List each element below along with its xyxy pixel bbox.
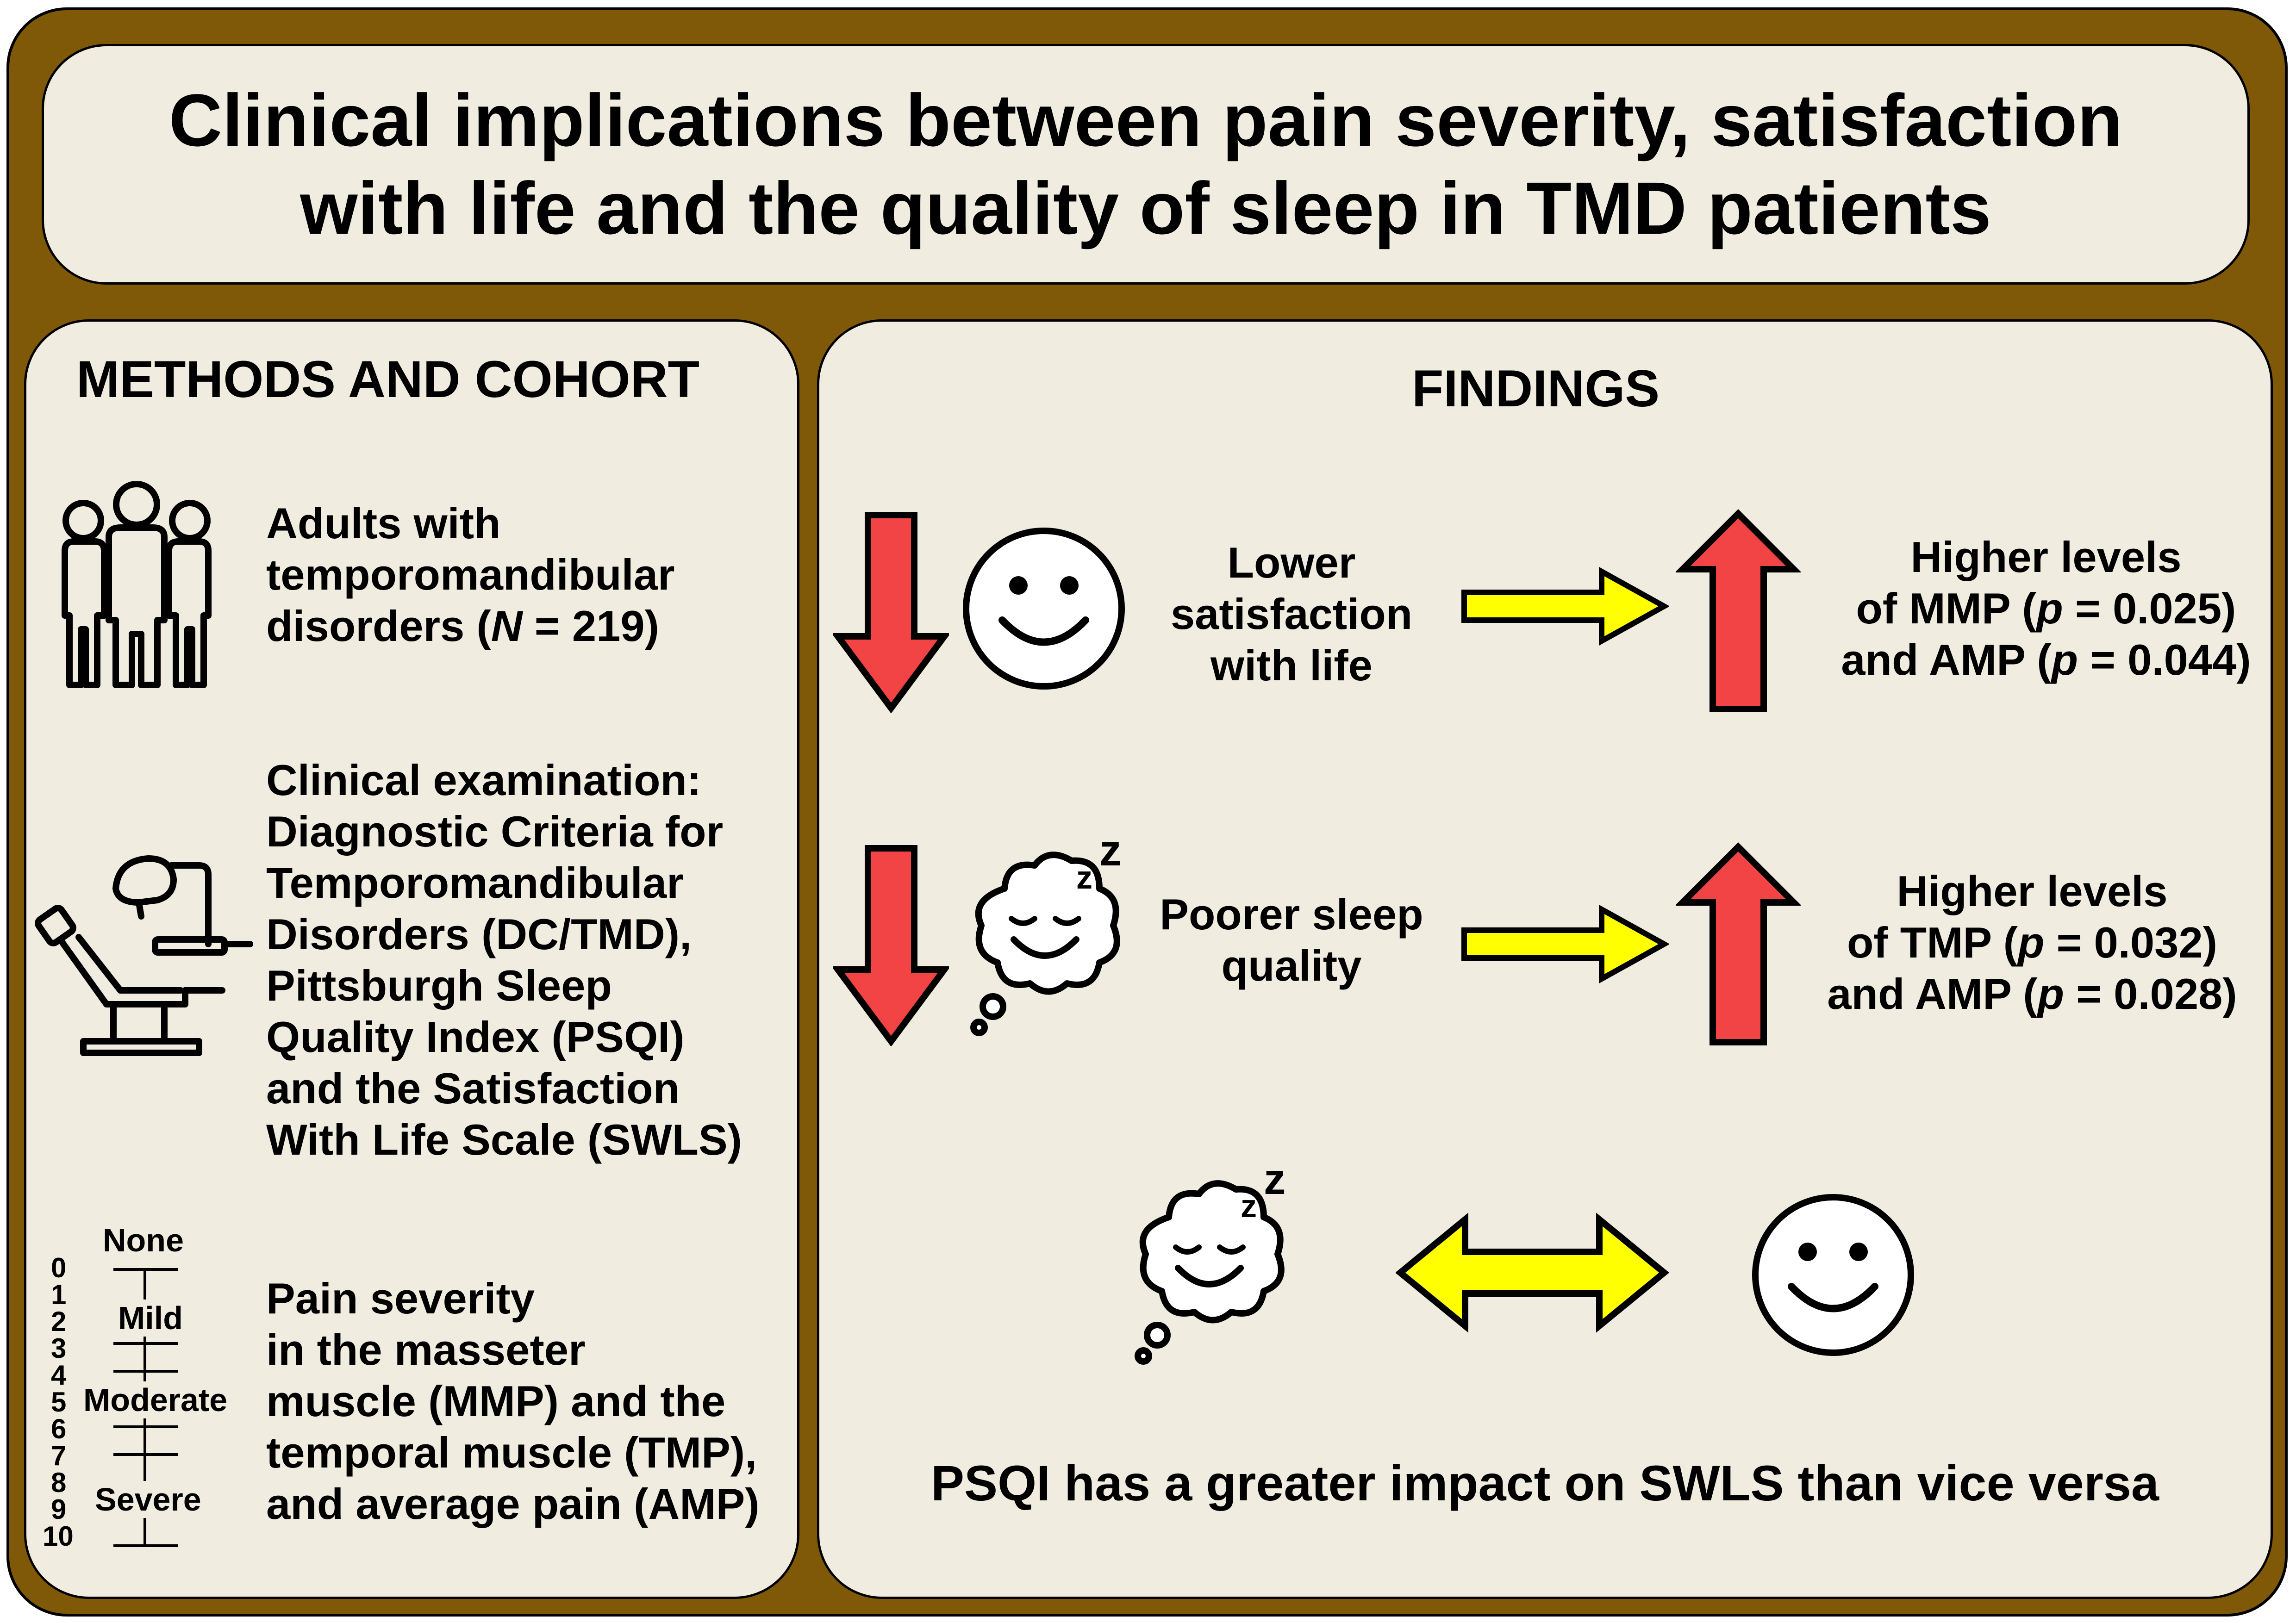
- exam-text: Clinical examination: Diagnostic Criteri…: [266, 754, 742, 1165]
- effect-2-line-2-post: = 0.032): [2044, 918, 2218, 967]
- cohort-line-3: disorders (N = 219): [266, 600, 675, 652]
- effect-2-line-1: Higher levels: [1897, 867, 2168, 915]
- pain-line-3: muscle (MMP) and the: [266, 1377, 726, 1425]
- scale-number: 1: [51, 1279, 67, 1310]
- svg-text:z: z: [1076, 859, 1092, 895]
- effect-1-line-1: Higher levels: [1910, 533, 2182, 581]
- sleeping-cloud-icon: z z: [1135, 1166, 1286, 1365]
- scale-number: 5: [51, 1387, 67, 1418]
- scale-label-none: None: [103, 1222, 184, 1259]
- effect-2-line-2-pre: of TMP (: [1847, 918, 2018, 967]
- cohort-line-2: temporomandibular: [266, 550, 675, 599]
- svg-text:z: z: [1099, 838, 1122, 875]
- svg-text:z: z: [1264, 1166, 1286, 1204]
- effect-1-line-2: of MMP (p = 0.025): [1815, 583, 2277, 634]
- scale-number: 10: [43, 1521, 74, 1552]
- scale-number: 0: [51, 1252, 67, 1283]
- cause-2-line-1: Poorer sleep: [1160, 890, 1423, 939]
- conclusion-text: PSQI has a greater impact on SWLS than v…: [931, 1455, 2159, 1511]
- effect-1-line-2-pre: of MMP (: [1856, 584, 2037, 633]
- scale-label-severe: Severe: [95, 1481, 201, 1518]
- scale-tick: [113, 1268, 178, 1271]
- cause-2-text: Poorer sleep quality: [1134, 889, 1449, 991]
- scale-number: 4: [51, 1360, 67, 1391]
- cause-1-text: Lower satisfaction with life: [1153, 537, 1430, 691]
- cause-1-line-1: Lower: [1227, 538, 1356, 587]
- cohort-line-3-pre: disorders (: [266, 602, 491, 650]
- effect-1-line-3-pre: and AMP (: [1841, 635, 2052, 684]
- arrow-up-icon: [1676, 509, 1801, 712]
- scale-tick: [113, 1453, 178, 1456]
- exam-line-6: Quality Index (PSQI): [266, 1013, 685, 1061]
- exam-line-2: Diagnostic Criteria for: [266, 807, 724, 856]
- pain-text: Pain severity in the masseter muscle (MM…: [266, 1273, 760, 1530]
- cohort-text: Adults with temporomandibular disorders …: [266, 497, 675, 652]
- effect-1-p-italic: p: [2036, 584, 2063, 633]
- effect-2-p2-italic: p: [2037, 970, 2065, 1018]
- svg-text:z: z: [1241, 1188, 1257, 1224]
- scale-number: 3: [51, 1333, 67, 1364]
- methods-heading: METHODS AND COHORT: [76, 350, 700, 408]
- exam-line-8: With Life Scale (SWLS): [266, 1115, 742, 1164]
- smiley-face-icon: [963, 528, 1125, 690]
- scale-tick: [113, 1544, 178, 1547]
- scale-tick: [113, 1370, 178, 1373]
- arrow-up-icon: [1676, 842, 1801, 1045]
- double-arrow-icon: [1396, 1213, 1669, 1333]
- effect-2-line-3-post: = 0.028): [2064, 970, 2237, 1018]
- cohort-n-italic: N: [491, 602, 523, 650]
- cohort-line-1: Adults with: [266, 499, 501, 547]
- effect-2-line-2: of TMP (p = 0.032): [1801, 917, 2264, 968]
- cohort-line-3-post: = 219): [522, 602, 659, 650]
- effect-1-line-2-post: = 0.025): [2063, 584, 2236, 633]
- dental-chair-icon: [35, 855, 253, 1056]
- pain-line-1: Pain severity: [266, 1274, 535, 1323]
- arrow-right-icon: [1461, 567, 1669, 646]
- pain-line-4: temporal muscle (TMP),: [266, 1428, 757, 1477]
- cause-1-line-2: satisfaction: [1170, 590, 1413, 638]
- title-line-2: with life and the quality of sleep in TM…: [300, 167, 1991, 249]
- cause-2-line-2: quality: [1221, 941, 1362, 990]
- sleeping-cloud-icon: z z: [970, 838, 1122, 1036]
- findings-heading: FINDINGS: [1412, 360, 1660, 417]
- scale-number: 6: [51, 1413, 67, 1444]
- effect-2-p-italic: p: [2017, 918, 2045, 967]
- scale-number: 8: [51, 1467, 67, 1498]
- smiley-face-icon: [1752, 1194, 1914, 1356]
- exam-line-7: and the Satisfaction: [266, 1064, 680, 1113]
- people-icon: [62, 481, 212, 688]
- scale-label-moderate: Moderate: [83, 1381, 228, 1418]
- title-panel: Clinical implications between pain sever…: [42, 44, 2250, 285]
- effect-2-line-3: and AMP (p = 0.028): [1801, 968, 2264, 1020]
- effect-1-line-3: and AMP (p = 0.044): [1815, 634, 2277, 685]
- scale-number: 9: [51, 1494, 67, 1525]
- arrow-down-icon: [833, 512, 949, 713]
- exam-line-5: Pittsburgh Sleep: [266, 961, 612, 1010]
- exam-line-4: Disorders (DC/TMD),: [266, 910, 692, 958]
- pain-line-5: and average pain (AMP): [266, 1480, 760, 1528]
- title-line-1: Clinical implications between pain sever…: [168, 79, 2123, 162]
- effect-1-line-3-post: = 0.044): [2078, 635, 2251, 684]
- scale-tick: [113, 1425, 178, 1428]
- effect-1-text: Higher levels of MMP (p = 0.025) and AMP…: [1815, 531, 2277, 685]
- effect-2-text: Higher levels of TMP (p = 0.032) and AMP…: [1801, 865, 2264, 1020]
- pain-line-2: in the masseter: [266, 1325, 586, 1374]
- effect-1-p2-italic: p: [2051, 635, 2078, 684]
- effect-2-line-3-pre: and AMP (: [1827, 970, 2038, 1018]
- exam-line-1: Clinical examination:: [266, 756, 702, 804]
- scale-tick: [113, 1342, 178, 1345]
- exam-line-3: Temporomandibular: [266, 858, 684, 907]
- scale-number: 7: [51, 1440, 67, 1471]
- scale-label-mild: Mild: [118, 1300, 183, 1337]
- arrow-right-icon: [1461, 905, 1669, 983]
- page-title: Clinical implications between pain sever…: [169, 76, 2123, 252]
- cause-1-line-3: with life: [1210, 641, 1373, 690]
- arrow-down-icon: [833, 845, 949, 1046]
- scale-number: 2: [51, 1306, 67, 1337]
